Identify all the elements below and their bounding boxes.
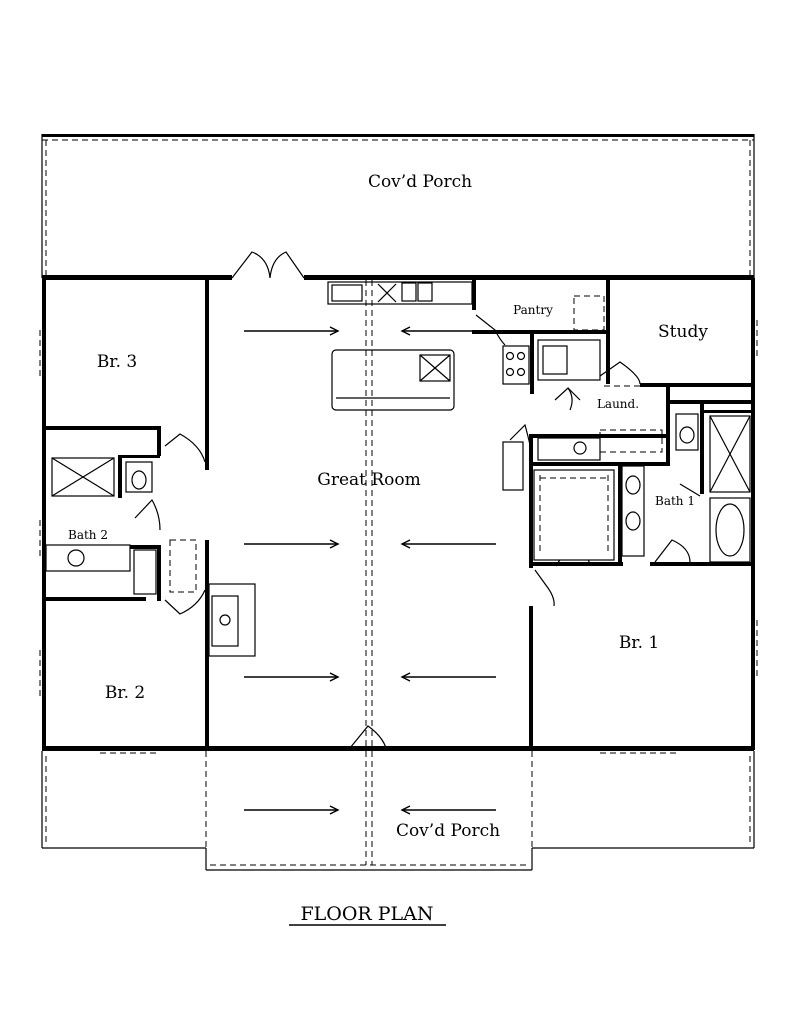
- arrow-right-1: [244, 326, 340, 336]
- bath1-fixtures: [621, 413, 751, 563]
- interior-walls: [46, 280, 751, 750]
- front-porch-outline: [41, 134, 755, 278]
- arrow-right-2: [244, 539, 340, 549]
- pantry-fixtures: [502, 295, 663, 491]
- arrow-left-1: [400, 326, 496, 336]
- bath2-fixtures: [45, 457, 197, 595]
- kitchen-island: [331, 349, 455, 411]
- label-bath-2: Bath 2: [68, 528, 108, 542]
- closets: [533, 469, 615, 561]
- label-laundry: Laund.: [597, 397, 639, 411]
- kitchen: [327, 281, 530, 411]
- fireplace: [208, 583, 256, 657]
- label-front-porch: Cov’d Porch: [368, 172, 472, 192]
- label-great-room: Great Room: [317, 470, 421, 490]
- label-bedroom-3: Br. 3: [97, 352, 137, 372]
- rear-porch-outline: [41, 751, 755, 871]
- arrow-left-4: [400, 805, 496, 815]
- exterior-walls: [42, 275, 755, 751]
- slope-arrows: [244, 326, 496, 815]
- label-rear-porch: Cov’d Porch: [396, 821, 500, 841]
- arrow-left-3: [400, 672, 496, 682]
- ridge-lines: [365, 280, 750, 746]
- arrow-left-2: [400, 539, 496, 549]
- windows: [39, 320, 758, 754]
- arrow-right-4: [244, 805, 340, 815]
- label-bath-1: Bath 1: [655, 494, 695, 508]
- label-pantry: Pantry: [513, 303, 553, 317]
- label-bedroom-1: Br. 1: [619, 633, 659, 653]
- arrow-right-3: [244, 672, 340, 682]
- label-study: Study: [658, 322, 708, 342]
- doors: [134, 251, 701, 749]
- label-bedroom-2: Br. 2: [105, 683, 145, 703]
- plan-title: FLOOR PLAN: [300, 903, 433, 925]
